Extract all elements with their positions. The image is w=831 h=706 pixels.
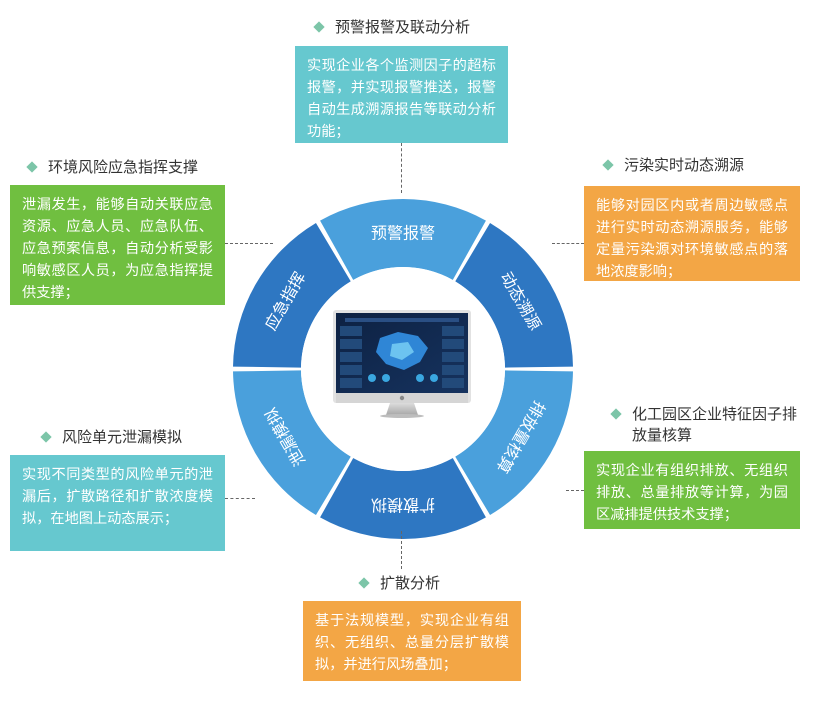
panel-emission-title: 化工园区企业特征因子排放量核算 bbox=[610, 404, 808, 446]
panel-warning-title: 预警报警及联动分析 bbox=[313, 16, 471, 37]
connector-leakage bbox=[225, 498, 255, 499]
panel-command-text: 泄漏发生，能够自动关联应急资源、应急人员、应急队伍、应急预案信息，自动分析受影响… bbox=[22, 197, 213, 301]
diamond-bullet-icon bbox=[602, 158, 614, 171]
panel-diffusion-title: 扩散分析 bbox=[358, 572, 441, 593]
panel-command-title-text: 环境风险应急指挥支撑 bbox=[48, 158, 199, 176]
ring-segment-diffusion bbox=[320, 458, 486, 539]
connector-command bbox=[225, 243, 273, 244]
panel-leakage-title-text: 风险单元泄漏模拟 bbox=[62, 428, 183, 446]
panel-leakage-title: 风险单元泄漏模拟 bbox=[40, 426, 183, 447]
panel-command-title: 环境风险应急指挥支撑 bbox=[26, 156, 199, 177]
panel-warning-title-text: 预警报警及联动分析 bbox=[335, 18, 471, 36]
ring-label-diffusion: 扩散模拟 bbox=[371, 496, 435, 515]
connector-tracing bbox=[552, 243, 584, 244]
panel-tracing-title-text: 污染实时动态溯源 bbox=[624, 156, 745, 174]
panel-emission-title-text: 化工园区企业特征因子排放量核算 bbox=[632, 405, 798, 444]
imac-dashboard-icon bbox=[333, 310, 471, 418]
panel-leakage-box: 实现不同类型的风险单元的泄漏后，扩散路径和扩散浓度模拟，在地图上动态展示； bbox=[10, 455, 225, 551]
panel-diffusion-box: 基于法规模型，实现企业有组织、无组织、总量分层扩散模拟，并进行风场叠加； bbox=[303, 601, 521, 681]
panel-warning-box: 实现企业各个监测因子的超标报警，并实现报警推送，报警自动生成溯源报告等联动分析功… bbox=[295, 46, 508, 143]
ring-segment-emission bbox=[455, 370, 573, 516]
ring-label-warning: 预警报警 bbox=[371, 224, 435, 243]
diamond-bullet-icon bbox=[26, 160, 38, 173]
diamond-bullet-icon bbox=[610, 408, 622, 420]
panel-diffusion-title-text: 扩散分析 bbox=[380, 574, 441, 592]
ring-segment-tracing bbox=[455, 222, 573, 368]
connector-emission bbox=[566, 490, 584, 491]
panel-leakage-text: 实现不同类型的风险单元的泄漏后，扩散路径和扩散浓度模拟，在地图上动态展示； bbox=[22, 467, 213, 527]
ring-segment-leakage bbox=[233, 370, 351, 516]
panel-tracing-text: 能够对园区内或者周边敏感点进行实时动态溯源服务，能够定量污染源对环境敏感点的落地… bbox=[596, 198, 788, 280]
panel-tracing-title: 污染实时动态溯源 bbox=[602, 154, 745, 175]
panel-diffusion-text: 基于法规模型，实现企业有组织、无组织、总量分层扩散模拟，并进行风场叠加； bbox=[315, 613, 509, 673]
panel-warning-text: 实现企业各个监测因子的超标报警，并实现报警推送，报警自动生成溯源报告等联动分析功… bbox=[307, 58, 496, 140]
diamond-bullet-icon bbox=[358, 576, 370, 589]
panel-tracing-box: 能够对园区内或者周边敏感点进行实时动态溯源服务，能够定量污染源对环境敏感点的落地… bbox=[584, 186, 800, 281]
ring-segment-command bbox=[233, 222, 351, 368]
ring-segments bbox=[233, 199, 573, 539]
panel-command-box: 泄漏发生，能够自动关联应急资源、应急人员、应急队伍、应急预案信息，自动分析受影响… bbox=[10, 185, 225, 305]
connector-warning bbox=[401, 143, 402, 193]
panel-emission-box: 实现企业有组织排放、无组织排放、总量排放等计算，为园区减排提供技术支撑； bbox=[584, 451, 800, 529]
diamond-bullet-icon bbox=[40, 430, 52, 443]
panel-emission-text: 实现企业有组织排放、无组织排放、总量排放等计算，为园区减排提供技术支撑； bbox=[596, 463, 788, 523]
ring-segment-warning bbox=[320, 199, 486, 280]
diamond-bullet-icon bbox=[313, 20, 325, 33]
connector-diffusion bbox=[401, 531, 402, 569]
